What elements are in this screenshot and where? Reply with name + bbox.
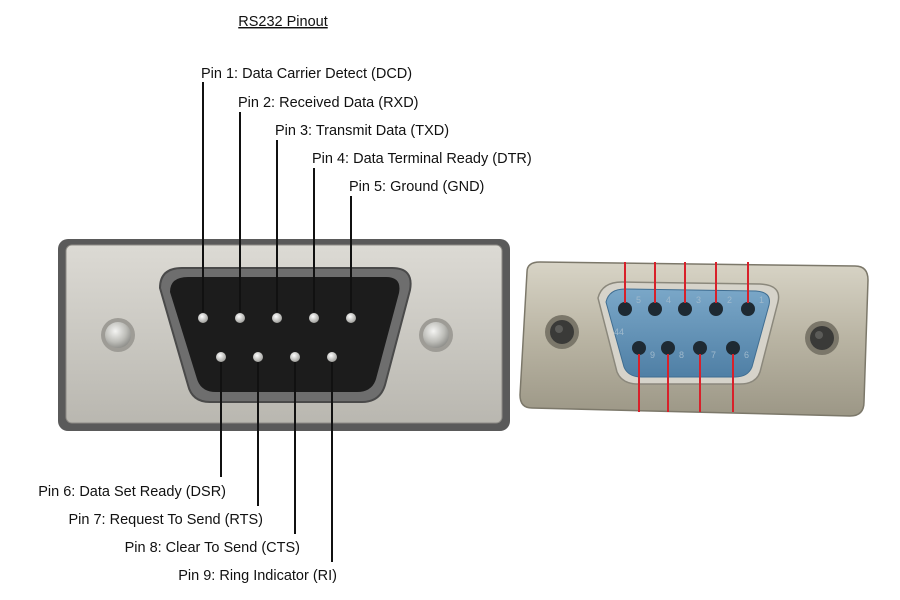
female-socket-4 (648, 302, 662, 316)
female-number-1: 1 (759, 295, 764, 305)
female-number-9: 9 (650, 350, 655, 360)
female-socket-9 (632, 341, 646, 355)
male-pin-8 (290, 352, 300, 362)
pin-9-label: Pin 9: Ring Indicator (RI) (178, 568, 337, 584)
female-number-8: 8 (679, 350, 684, 360)
female-socket-8 (661, 341, 675, 355)
female-number-7: 7 (711, 350, 716, 360)
screw-left-icon (101, 318, 135, 352)
pin-4-label: Pin 4: Data Terminal Ready (DTR) (312, 151, 532, 167)
male-pin-4 (309, 313, 319, 323)
female-socket-7 (693, 341, 707, 355)
female-number-2: 2 (727, 295, 732, 305)
male-pin-7 (253, 352, 263, 362)
female-socket-2 (709, 302, 723, 316)
female-screw-right-icon (805, 321, 839, 355)
male-pin-2 (235, 313, 245, 323)
pin-6-label: Pin 6: Data Set Ready (DSR) (38, 484, 226, 500)
female-number-6: 6 (744, 350, 749, 360)
pin-1-label: Pin 1: Data Carrier Detect (DCD) (201, 66, 412, 82)
female-socket-3 (678, 302, 692, 316)
pin-7-label: Pin 7: Request To Send (RTS) (68, 512, 263, 528)
screw-right-icon (419, 318, 453, 352)
pin-3-label: Pin 3: Transmit Data (TXD) (275, 123, 449, 139)
female-screw-left-icon (545, 315, 579, 349)
pin-8-label: Pin 8: Clear To Send (CTS) (125, 540, 300, 556)
female-socket-1 (741, 302, 755, 316)
male-pin-6 (216, 352, 226, 362)
male-db9-connector (58, 239, 510, 431)
female-number-5: 5 (636, 295, 641, 305)
female-number-3: 3 (696, 295, 701, 305)
male-pin-1 (198, 313, 208, 323)
pin-2-label: Pin 2: Received Data (RXD) (238, 95, 419, 111)
female-number-4: 4 (666, 295, 671, 305)
female-marking: 44 (614, 327, 624, 337)
female-db9-connector: 5 4 3 2 1 9 8 7 6 44 (519, 261, 869, 417)
male-pin-3 (272, 313, 282, 323)
diagram-title: RS232 Pinout (238, 14, 327, 30)
female-socket-6 (726, 341, 740, 355)
pin-5-label: Pin 5: Ground (GND) (349, 179, 484, 195)
male-pin-5 (346, 313, 356, 323)
male-pin-9 (327, 352, 337, 362)
female-socket-5 (618, 302, 632, 316)
